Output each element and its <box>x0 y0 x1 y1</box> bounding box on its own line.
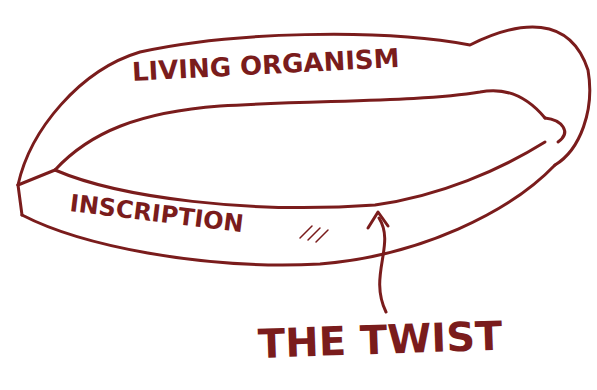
band-left-end <box>18 185 22 215</box>
band-left-join <box>18 170 55 185</box>
callout-text: THE TWIST <box>257 313 503 366</box>
twist-arrow-head <box>368 212 388 228</box>
band-lower-edge <box>22 165 555 265</box>
twist-arrow <box>379 218 386 312</box>
band-outer-edge <box>18 27 590 185</box>
shading-hatch <box>300 226 328 242</box>
band-fold <box>545 118 565 142</box>
band-text: LIVING ORGANISM <box>131 44 400 87</box>
band-inner-edge <box>55 91 545 170</box>
